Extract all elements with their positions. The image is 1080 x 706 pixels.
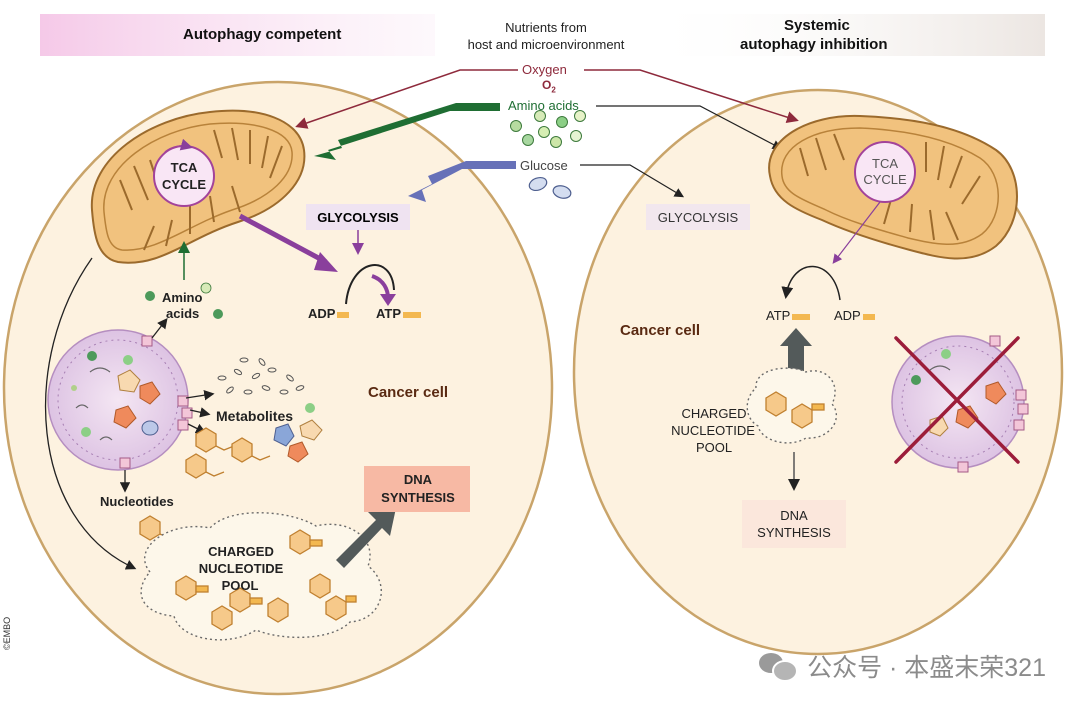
right-pool-to-atp-arrow: [780, 328, 812, 374]
left-pool-to-dna-arrow: [336, 508, 396, 568]
right-dna-label-line1: DNA: [780, 508, 808, 523]
left-tca-label-line1: TCA: [170, 160, 198, 175]
right-cancer-cell-label: Cancer cell: [620, 322, 701, 339]
right-adp-phosphate: [862, 313, 875, 320]
left-lysosome-contents: [71, 351, 161, 441]
amino-acids-thick-arrow: [314, 103, 500, 160]
nucleotides-label: Nucleotides: [100, 494, 174, 509]
right-nucleotide-pool-cloud: [746, 367, 838, 444]
left-tca-label-line2: CYCLE: [161, 177, 207, 192]
amino-acids-label: Amino acids: [508, 98, 579, 113]
left-lysosome-transporters: [119, 335, 193, 469]
left-atp-arrowhead: [380, 294, 396, 306]
right-lysosome-transporters: [957, 335, 1029, 473]
left-header-band: [40, 14, 435, 56]
left-dna-synthesis-box: [364, 466, 470, 512]
left-atp-text: ATP: [376, 306, 402, 321]
left-adp-label: ADP: [308, 306, 350, 321]
glucose-thick-arrow: [408, 161, 516, 202]
o2-symbol: O: [542, 78, 552, 92]
glucose-thin-line: [580, 164, 685, 198]
glucose-molecules: [528, 176, 572, 199]
right-atp-phosphate: [792, 313, 811, 320]
left-lysosome: [47, 329, 189, 471]
left-tca-arrow: [164, 138, 193, 153]
left-pool-label-line2: NUCLEOTIDE: [198, 561, 284, 576]
embo-credit: ©EMBO: [2, 616, 12, 650]
o2-subscript: 2: [551, 85, 556, 95]
right-dna-label-line2: SYNTHESIS: [757, 525, 831, 540]
center-header-line1: Nutrients from: [505, 20, 587, 35]
metabolites-shapes: [273, 403, 323, 463]
right-pool-label-line2: NUCLEOTIDE: [671, 423, 755, 438]
watermark-text: 公众号 · 本盛末荣321: [807, 654, 1046, 682]
left-amino-dots: [145, 282, 223, 319]
right-adp-label: ADP: [834, 308, 875, 323]
right-lysosome-inner: [901, 345, 1015, 459]
glucose-label: Glucose: [520, 158, 568, 173]
left-lyso-to-amino-arrow: [151, 317, 168, 339]
right-adp-text: ADP: [834, 308, 861, 323]
left-adp-phosphate: [337, 311, 350, 318]
left-mito-to-atp-arrowhead: [314, 252, 338, 272]
left-dna-label-line2: SYNTHESIS: [381, 490, 455, 505]
center-header-line2: host and microenvironment: [467, 37, 625, 52]
left-amino-label-line1: Amino: [162, 290, 203, 305]
right-header-line2: autophagy inhibition: [740, 36, 888, 53]
left-nucleotide-pool-cloud: [140, 512, 382, 641]
left-glycolysis-box: [306, 204, 410, 230]
right-tca-cycle: [854, 141, 916, 203]
right-atp-label: ATP: [766, 308, 811, 323]
left-lyso-to-metabolites-arrow: [189, 407, 211, 418]
right-glycolysis-box: [646, 204, 750, 230]
oxygen-label: Oxygen: [522, 62, 567, 77]
oxygen-line-right: [584, 69, 799, 123]
oxygen-line-left: [295, 69, 518, 129]
left-lyso-to-metabolites-arrow2: [185, 390, 215, 401]
amino-acids-thin-line: [596, 105, 783, 150]
right-pool-label-line1: CHARGED: [681, 406, 747, 421]
right-tca-label-line1: TCA: [872, 156, 898, 171]
o2-label: O2: [542, 78, 556, 94]
right-adp-atp-arc: [781, 265, 841, 301]
right-dna-synthesis-box: [742, 500, 846, 548]
left-pool-label-line3: POOL: [221, 578, 259, 593]
left-pool-molecules: [175, 529, 357, 631]
metabolites-label: Metabolites: [216, 408, 294, 424]
left-cancer-cell-label: Cancer cell: [368, 384, 449, 401]
left-adp-atp-arc: [345, 264, 395, 305]
left-mito-to-atp-arrow: [238, 213, 328, 265]
right-header-band: [660, 14, 1045, 56]
left-pool-label-line1: CHARGED: [208, 544, 274, 559]
left-adp-text: ADP: [308, 306, 336, 321]
right-pool-molecules: [765, 391, 825, 429]
right-tca-to-arc-arrow: [832, 201, 881, 264]
right-tca-label-line2: CYCLE: [863, 172, 907, 187]
right-header-line1: Systemic: [784, 17, 850, 34]
left-glycolysis-label: GLYCOLYSIS: [317, 209, 399, 225]
right-pool-label-line3: POOL: [695, 440, 733, 455]
left-header-title: Autophagy competent: [183, 26, 342, 43]
left-dna-label-line1: DNA: [403, 472, 433, 487]
left-tca-cycle: [153, 145, 215, 207]
right-glycolysis-label: GLYCOLYSIS: [657, 209, 739, 225]
left-atp-label: ATP: [376, 306, 422, 321]
amino-acid-dots: [510, 110, 586, 148]
inhibition-cross: [894, 336, 1020, 464]
right-atp-text: ATP: [766, 308, 791, 323]
watermark: 公众号 · 本盛末荣321: [759, 648, 1046, 684]
metabolites-particles: [217, 357, 305, 395]
left-mito-to-pool-curve: [45, 257, 137, 570]
wechat-icon: [759, 651, 799, 682]
left-atp-phosphate: [403, 311, 422, 318]
left-amino-label-line2: acids: [166, 306, 200, 321]
